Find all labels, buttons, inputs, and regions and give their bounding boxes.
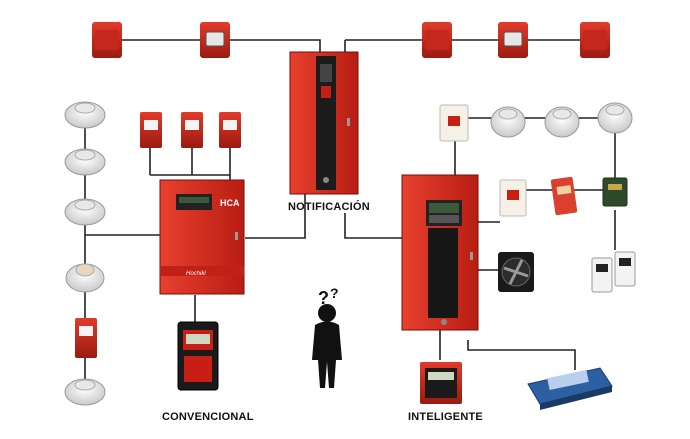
horn-strobe-icon (422, 22, 452, 58)
smoke-detector-icon (64, 101, 106, 129)
pull-station-icon (75, 318, 97, 358)
relay-module-icon (602, 177, 628, 207)
horn-strobe-icon (580, 22, 610, 58)
annunciator-icon (420, 362, 462, 404)
pull-station-row (140, 112, 241, 148)
left-detector-column (64, 101, 106, 406)
question-mark-icon: ? ? (318, 285, 339, 308)
svg-text:?: ? (330, 285, 339, 301)
pull-station-icon (439, 104, 469, 142)
horn-strobe-row (92, 22, 610, 58)
svg-text:?: ? (318, 288, 329, 308)
notificacion-label: NOTIFICACIÓN (288, 201, 370, 213)
pull-station-icon (499, 179, 527, 217)
pull-station-icon (219, 112, 241, 148)
smoke-detector-icon (490, 106, 526, 138)
conventional-panel-brand: HCA (220, 198, 240, 208)
person-icon (312, 304, 342, 388)
fan-icon (498, 252, 534, 292)
beam-detector-icon (591, 251, 636, 293)
keypad-icon (177, 321, 219, 391)
convencional-label: CONVENCIONAL (162, 411, 254, 423)
pull-station-icon (140, 112, 162, 148)
notification-panel (289, 51, 359, 195)
smoke-detector-icon (544, 106, 580, 138)
strobe-light-icon (498, 22, 528, 58)
computer-icon (527, 367, 613, 410)
heat-detector-icon (65, 263, 105, 293)
strobe-light-icon (200, 22, 230, 58)
smoke-detector-icon (64, 378, 106, 406)
smoke-detector-icon (597, 102, 633, 134)
conventional-panel (159, 179, 245, 295)
smoke-detector-icon (64, 148, 106, 176)
horn-strobe-icon (92, 22, 122, 58)
inteligente-label: INTELIGENTE (408, 411, 483, 423)
intelligent-panel (401, 174, 479, 331)
smoke-detector-icon (64, 198, 106, 226)
pull-station-icon (181, 112, 203, 148)
conventional-panel-model: Hochiki (186, 271, 206, 277)
intelligent-device-group (439, 102, 636, 293)
module-icon (550, 176, 578, 216)
